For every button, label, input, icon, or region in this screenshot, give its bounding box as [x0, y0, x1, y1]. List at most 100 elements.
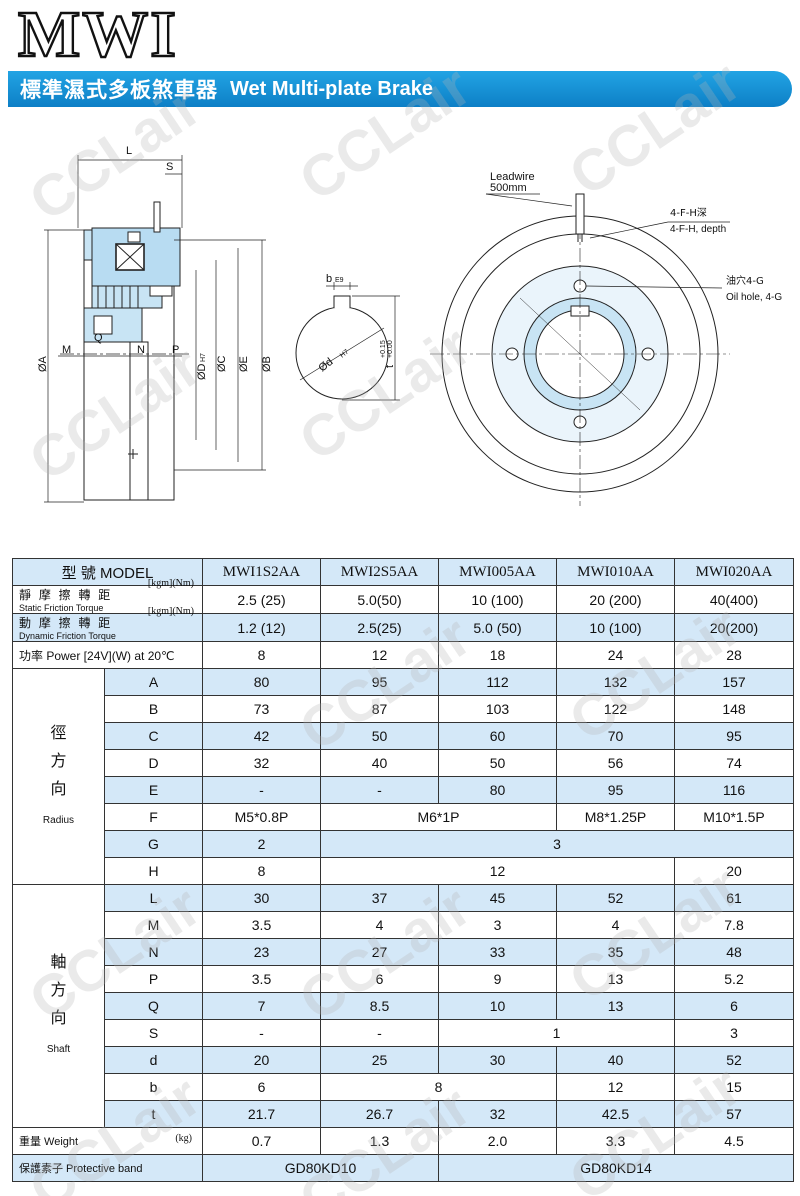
table-cell: -	[320, 776, 439, 804]
table-cell: 8.5	[320, 992, 439, 1020]
shaft-group-label: 軸 方 向 Shaft	[12, 884, 105, 1128]
dimension-key: N	[104, 938, 203, 966]
table-cell: 4	[556, 911, 675, 939]
tapped-hole-en: 4-F-H, depth	[670, 224, 726, 235]
table-cell: 6	[202, 1073, 321, 1101]
dimension-key: S	[104, 1019, 203, 1047]
table-cell: 13	[556, 992, 675, 1020]
table-cell: 122	[556, 695, 675, 723]
table-cell: 30	[438, 1046, 557, 1074]
table-cell: 52	[556, 884, 675, 912]
table-cell: -	[202, 1019, 321, 1047]
table-cell: 26.7	[320, 1100, 439, 1128]
table-cell: 3	[674, 1019, 794, 1047]
table-cell: 2.5(25)	[320, 613, 439, 642]
keyway-labels: b E9 Ød H7 t +0.15 +0.00	[316, 273, 396, 374]
dimension-key: M	[104, 911, 203, 939]
title-bar: 標準濕式多板煞車器 Wet Multi-plate Brake	[8, 71, 792, 107]
table-cell: 95	[320, 668, 439, 696]
table-cell: 52	[674, 1046, 794, 1074]
table-row: d 20 25 30 40 52	[13, 1046, 794, 1074]
svg-text:b: b	[326, 273, 332, 285]
table-cell: 56	[556, 749, 675, 777]
table-cell: 13	[556, 965, 675, 993]
table-cell: 3	[438, 911, 557, 939]
svg-text:Ød: Ød	[316, 356, 335, 374]
svg-text:M: M	[62, 344, 71, 356]
table-cell: 73	[202, 695, 321, 723]
dimension-key: B	[104, 695, 203, 723]
table-cell: 40	[556, 1046, 675, 1074]
protective-band-row: 保護素子 Protective band GD80KD10 GD80KD14	[12, 1154, 794, 1182]
svg-text:E9: E9	[335, 277, 344, 284]
table-cell: GD80KD10	[202, 1154, 439, 1182]
table-row: 軸 方 向 Shaft L 30 37 45 52 61	[12, 884, 794, 1128]
svg-text:ØE: ØE	[238, 356, 250, 372]
side-dimension-labels: L S ØA M Q N P ØD H7 ØC ØE ØB	[37, 145, 273, 380]
table-cell: 8	[202, 641, 321, 669]
table-cell: 61	[674, 884, 794, 912]
dimension-key: A	[104, 668, 203, 696]
table-cell: M5*0.8P	[202, 803, 321, 831]
leadwire-length: 500mm	[490, 182, 527, 194]
table-cell: 12	[320, 857, 675, 885]
table-cell: 7.8	[674, 911, 794, 939]
table-row: C 42 50 60 70 95	[13, 722, 794, 750]
table-cell: -	[202, 776, 321, 804]
table-cell: 8	[320, 1073, 557, 1101]
title-english: Wet Multi-plate Brake	[230, 77, 433, 100]
table-cell: 45	[438, 884, 557, 912]
table-cell: 15	[674, 1073, 794, 1101]
svg-text:+0.15: +0.15	[380, 340, 387, 358]
table-cell: 5.0 (50)	[438, 613, 557, 642]
static-torque-row: 靜 摩 擦 轉 距 [kgm](Nm) Static Friction Torq…	[12, 578, 794, 614]
leadwire-label: Leadwire	[490, 171, 535, 183]
dimension-key: L	[104, 884, 203, 912]
table-cell: 2.0	[438, 1127, 557, 1155]
table-cell: 70	[556, 722, 675, 750]
technical-drawing: L S ØA M Q N P ØD H7 ØC ØE ØB b E9 Ød H7…	[37, 145, 782, 506]
table-cell: 6	[320, 965, 439, 993]
table-cell: GD80KD14	[438, 1154, 794, 1182]
table-cell: 12	[556, 1073, 675, 1101]
table-cell: 4	[320, 911, 439, 939]
weight-row: 重量 Weight (kg) 0.7 1.3 2.0 3.3 4.5	[12, 1127, 794, 1155]
table-cell: 21.7	[202, 1100, 321, 1128]
protective-band-label: 保護素子 Protective band	[12, 1154, 203, 1182]
table-cell: 132	[556, 668, 675, 696]
table-cell: 40(400)	[674, 585, 794, 614]
dimension-key: P	[104, 965, 203, 993]
svg-text:ØA: ØA	[37, 355, 49, 372]
table-cell: -	[320, 1019, 439, 1047]
dimension-key: F	[104, 803, 203, 831]
table-cell: 23	[202, 938, 321, 966]
table-cell: 50	[320, 722, 439, 750]
svg-text:N: N	[137, 344, 145, 356]
table-cell: 32	[202, 749, 321, 777]
svg-text:H7: H7	[339, 348, 350, 359]
table-cell: 20 (200)	[556, 585, 675, 614]
table-cell: 28	[674, 641, 794, 669]
table-cell: 3.5	[202, 965, 321, 993]
dimension-key: D	[104, 749, 203, 777]
svg-text:Q: Q	[94, 332, 103, 344]
table-cell: 148	[674, 695, 794, 723]
table-cell: 95	[556, 776, 675, 804]
table-cell: M6*1P	[320, 803, 557, 831]
table-cell: 18	[438, 641, 557, 669]
table-cell: 42	[202, 722, 321, 750]
table-cell: 33	[438, 938, 557, 966]
table-row: t 21.7 26.7 32 42.5 57	[13, 1100, 794, 1128]
table-row: 徑 方 向 Radius A 80 95 112 132 157	[12, 668, 794, 885]
dimension-key: C	[104, 722, 203, 750]
table-cell: M10*1.5P	[674, 803, 794, 831]
table-cell: 12	[320, 641, 439, 669]
weight-label: 重量 Weight (kg)	[12, 1127, 203, 1155]
svg-text:S: S	[166, 161, 173, 173]
table-cell: 3	[320, 830, 794, 858]
table-row: F M5*0.8P M6*1P M8*1.25P M10*1.5P	[13, 803, 794, 831]
table-cell: 40	[320, 749, 439, 777]
model-name: MWI2S5AA	[320, 558, 439, 586]
table-cell: 157	[674, 668, 794, 696]
dimension-key: E	[104, 776, 203, 804]
